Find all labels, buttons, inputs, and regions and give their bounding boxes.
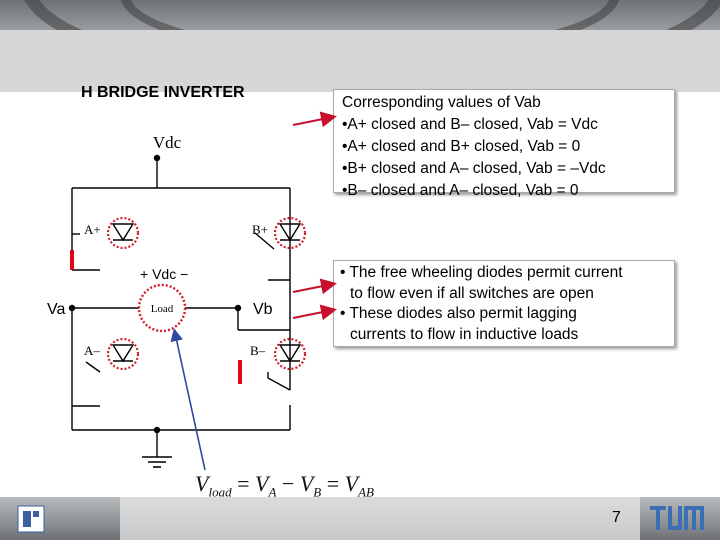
ground-symbol bbox=[142, 456, 172, 468]
footer-light-area bbox=[120, 497, 640, 540]
pointer-line bbox=[170, 328, 206, 471]
diode-a-plus bbox=[106, 216, 140, 250]
vab-value-item: •B+ closed and A– closed, Vab = –Vdc bbox=[342, 160, 606, 177]
voltage-equation: Vload = VA − VB = VAB bbox=[195, 471, 374, 500]
footer-strip bbox=[0, 497, 720, 540]
load-polarity-label: + Vdc − bbox=[140, 266, 188, 282]
tum-logo-icon bbox=[650, 506, 704, 530]
diodes-note-line: • The free wheeling diodes permit curren… bbox=[340, 264, 623, 281]
circuit-nodes bbox=[68, 154, 242, 434]
arrow-to-diodes-box bbox=[292, 278, 337, 295]
banner-band bbox=[0, 30, 720, 90]
left-logo-icon bbox=[17, 505, 45, 533]
node-label-va: Va bbox=[47, 301, 65, 318]
header-banner bbox=[0, 0, 720, 92]
node-label-vb: Vb bbox=[253, 301, 273, 318]
diode-b-minus bbox=[273, 337, 307, 371]
switch-label-a-plus: A+ bbox=[84, 222, 101, 237]
switch-label-b-plus: B+ bbox=[252, 222, 268, 237]
vab-value-item: •A+ closed and B– closed, Vab = Vdc bbox=[342, 116, 598, 133]
diodes-note-line: • These diodes also permit lagging bbox=[340, 305, 577, 322]
diodes-note-box: • The free wheeling diodes permit curren… bbox=[333, 260, 675, 347]
vab-values-box: Corresponding values of Vab •A+ closed a… bbox=[333, 89, 675, 199]
vab-value-item: •B– closed and A– closed, Vab = 0 bbox=[342, 182, 579, 199]
diodes-note-line: currents to flow in inductive loads bbox=[350, 325, 579, 343]
red-indicator-bar bbox=[70, 250, 74, 270]
switch-label-a-minus: A– bbox=[84, 343, 100, 358]
supply-label: Vdc bbox=[153, 133, 182, 152]
vab-value-item: •A+ closed and B+ closed, Vab = 0 bbox=[342, 138, 581, 155]
load-label: Load bbox=[151, 303, 174, 315]
page-number: 7 bbox=[612, 509, 621, 526]
diode-a-minus bbox=[106, 337, 140, 371]
slide-title: H BRIDGE INVERTER bbox=[81, 84, 245, 101]
arrow-to-values-box bbox=[292, 111, 337, 128]
diode-b-plus bbox=[273, 216, 307, 250]
vab-values-heading: Corresponding values of Vab bbox=[342, 94, 541, 111]
load-element: Load bbox=[137, 283, 187, 333]
red-indicator-bar bbox=[238, 360, 242, 384]
arrow-to-diodes-box bbox=[292, 304, 337, 321]
diodes-note-line: to flow even if all switches are open bbox=[350, 284, 594, 302]
switch-label-b-minus: B– bbox=[250, 343, 266, 358]
